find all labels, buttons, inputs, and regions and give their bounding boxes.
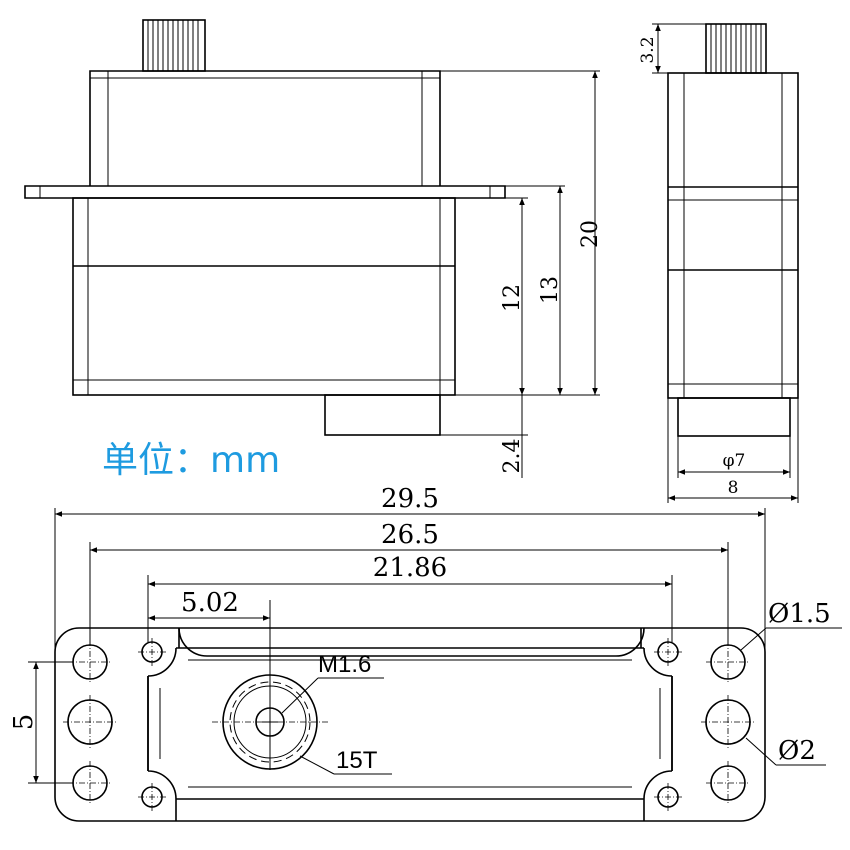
dim-8: 8 bbox=[667, 398, 799, 503]
unit-label: 单位：mm bbox=[102, 440, 280, 481]
left-mounting-holes bbox=[63, 640, 117, 805]
dim-13-label: 13 bbox=[538, 276, 563, 304]
front-top-case bbox=[89, 70, 441, 186]
dim-21-86: 21.86 bbox=[147, 553, 673, 642]
dim-20-label: 20 bbox=[578, 220, 603, 248]
d2-label: Ø2 bbox=[778, 736, 816, 766]
15t-label: 15T bbox=[336, 747, 378, 774]
case-screw-holes bbox=[138, 638, 682, 811]
15t-callout: 15T bbox=[299, 747, 392, 775]
dim-3-2-label: 3.2 bbox=[638, 36, 658, 63]
m16-callout: M1.6 bbox=[281, 651, 384, 714]
right-mounting-holes bbox=[701, 640, 755, 805]
front-view: 20 13 12 2.4 bbox=[24, 19, 603, 478]
dim-5-02-label: 5.02 bbox=[181, 588, 239, 618]
dim-2-4-label: 2.4 bbox=[500, 439, 525, 474]
side-body bbox=[667, 72, 799, 399]
dim-13: 13 bbox=[505, 185, 565, 395]
dim-12-label: 12 bbox=[500, 284, 525, 312]
side-view: 3.2 φ7 8 bbox=[638, 23, 799, 503]
front-shaft bbox=[142, 19, 206, 72]
dim-5-02: 5.02 bbox=[148, 588, 270, 621]
top-inner-body bbox=[147, 627, 673, 821]
d2-callout: Ø2 bbox=[745, 736, 826, 766]
m16-label: M1.6 bbox=[318, 651, 371, 678]
dim-29-5: 29.5 bbox=[54, 484, 766, 650]
dim-phi7-label: φ7 bbox=[723, 451, 746, 471]
dim-8-label: 8 bbox=[728, 478, 739, 498]
d15-callout: Ø1.5 bbox=[740, 599, 842, 651]
top-view: 29.5 26.5 21.86 5.02 5 bbox=[9, 484, 842, 822]
d15-label: Ø1.5 bbox=[768, 599, 831, 629]
front-main-body bbox=[72, 197, 456, 396]
dim-3-2: 3.2 bbox=[638, 23, 706, 74]
dim-5: 5 bbox=[9, 661, 73, 784]
dim-26-5-label: 26.5 bbox=[381, 520, 439, 550]
front-mounting-flange bbox=[24, 185, 506, 199]
front-bottom-cap bbox=[324, 394, 441, 436]
dim-2-4: 2.4 bbox=[440, 395, 528, 478]
dim-26-5: 26.5 bbox=[89, 520, 729, 645]
dim-12: 12 bbox=[455, 197, 528, 395]
side-bottom-cap bbox=[677, 397, 791, 437]
dim-21-86-label: 21.86 bbox=[373, 553, 447, 583]
dim-29-5-label: 29.5 bbox=[381, 484, 439, 514]
dim-phi7: φ7 bbox=[677, 436, 791, 478]
dim-20: 20 bbox=[440, 70, 603, 396]
side-shaft bbox=[705, 23, 767, 74]
dim-5-label: 5 bbox=[9, 714, 39, 731]
top-outer-plate bbox=[54, 627, 766, 822]
